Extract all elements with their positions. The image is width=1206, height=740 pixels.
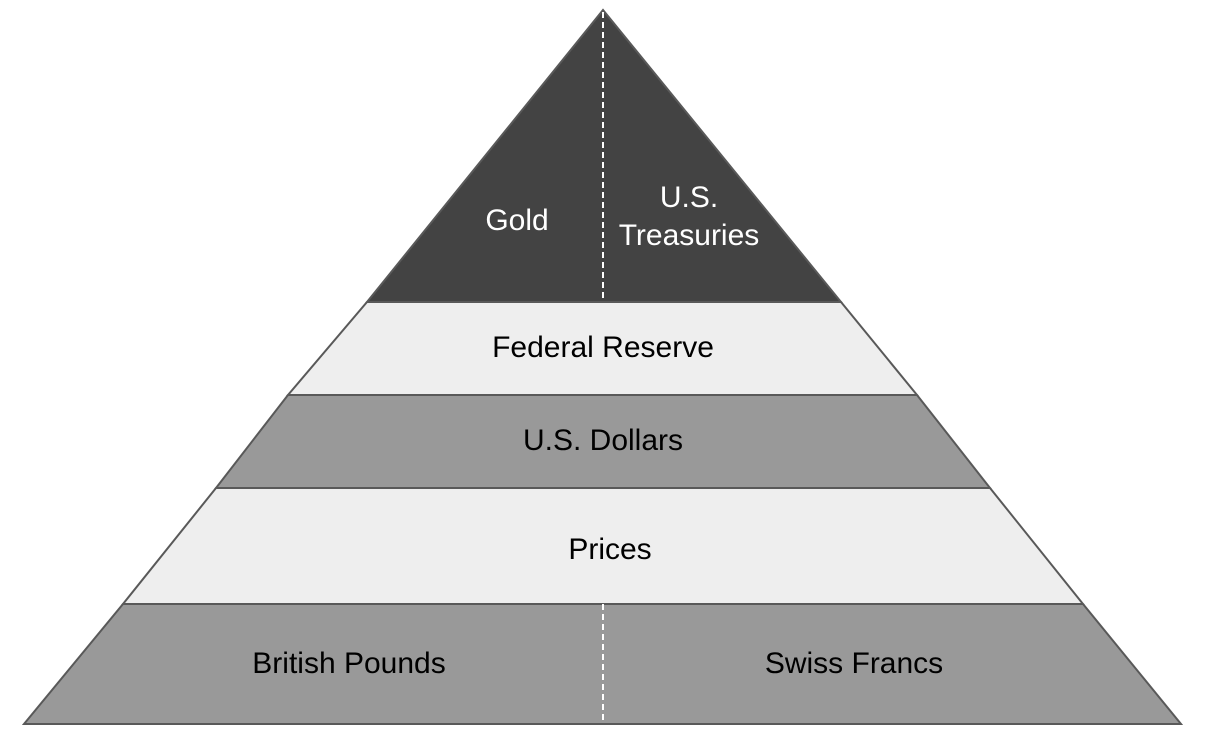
us-treasuries-label-line2: Treasuries	[619, 219, 760, 252]
us-treasuries-label-line1: U.S.	[660, 181, 718, 214]
us-dollars-label: U.S. Dollars	[523, 424, 683, 457]
federal-reserve-label: Federal Reserve	[492, 331, 714, 364]
british-pounds-label: British Pounds	[252, 647, 445, 680]
prices-label: Prices	[568, 533, 651, 566]
gold-label: Gold	[485, 204, 548, 237]
swiss-francs-label: Swiss Francs	[765, 647, 943, 680]
